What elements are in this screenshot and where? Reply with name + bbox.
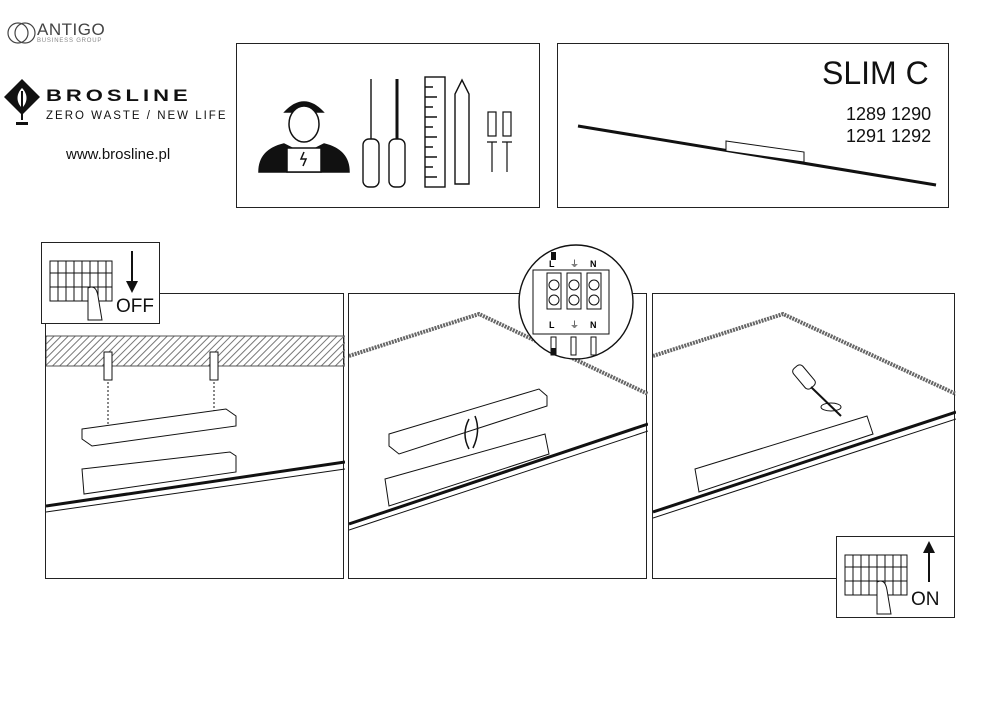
power-on-inset bbox=[836, 536, 955, 618]
product-codes-line2: 1291 1292 bbox=[846, 126, 932, 146]
breaker-on-illustration bbox=[844, 541, 935, 615]
brand-slogan: ZERO WASTE / NEW LIFE bbox=[46, 110, 228, 122]
website-link[interactable]: www.brosline.pl bbox=[66, 146, 171, 163]
tools-illustration bbox=[258, 76, 512, 188]
product-codes: 1289 1290 1291 1292 bbox=[846, 103, 931, 147]
step-3-fix-lamp bbox=[652, 293, 956, 579]
terminal-label-l: L bbox=[549, 320, 555, 330]
step-1-illustration bbox=[46, 335, 345, 513]
screwdriver-icon bbox=[792, 364, 842, 417]
brosline-leaf-icon bbox=[4, 79, 40, 125]
terminal-label-n: N bbox=[590, 320, 597, 330]
terminal-label-earth: ⏚ bbox=[570, 320, 579, 330]
arrow-down-icon bbox=[126, 251, 138, 293]
arrow-up-icon bbox=[923, 541, 935, 582]
step-3-illustration bbox=[653, 311, 956, 519]
breaker-off-illustration bbox=[49, 251, 138, 321]
step-1-mount-bracket bbox=[45, 293, 345, 579]
power-off-label: OFF bbox=[116, 296, 154, 317]
power-on-label: ON bbox=[911, 589, 940, 610]
electrician-icon bbox=[258, 101, 350, 173]
product-box bbox=[557, 43, 949, 208]
luminaire-illustration bbox=[577, 124, 937, 187]
terminal-label-earth-top: ⏚ bbox=[570, 259, 579, 269]
step-2-illustration bbox=[349, 311, 648, 531]
product-codes-line1: 1289 1290 bbox=[846, 104, 932, 124]
terminal-block-callout: L ⏚ N L ⏚ N bbox=[518, 244, 634, 360]
ruler-icon bbox=[424, 76, 470, 188]
terminal-label-l-top: L bbox=[549, 259, 555, 269]
terminal-label-n-top: N bbox=[590, 259, 597, 269]
product-title: SLIM C bbox=[822, 55, 929, 91]
antigo-mark-icon bbox=[7, 22, 36, 44]
antigo-subtitle: BUSINESS GROUP bbox=[37, 38, 103, 44]
screwdriver-icon bbox=[362, 79, 406, 188]
power-off-inset bbox=[41, 242, 160, 324]
wall-plug-screw-icon bbox=[487, 111, 512, 172]
required-tools-box bbox=[236, 43, 540, 208]
antigo-name: ANTIGO bbox=[37, 20, 106, 39]
brand-name: BROSLINE bbox=[46, 86, 192, 105]
